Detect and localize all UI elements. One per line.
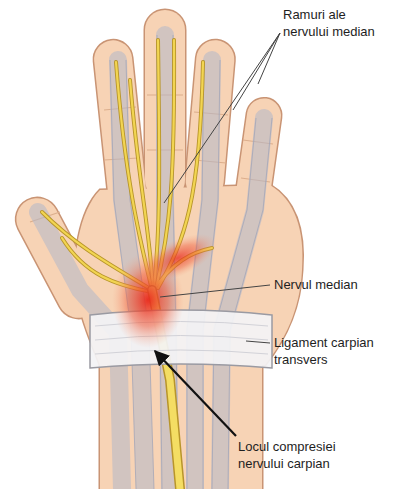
leader-lines — [160, 33, 280, 343]
callout-label: Ramuri ale nervului median — [283, 6, 391, 40]
hand-outline — [9, 10, 303, 489]
skin-creases — [30, 95, 273, 222]
callout-label: Nervul median — [274, 276, 394, 293]
compression-glow — [132, 224, 223, 292]
callout-label: Ligament carpian transvers — [274, 334, 389, 368]
compression-arrow — [155, 351, 236, 436]
tendon-sheaths — [38, 35, 264, 489]
callout-label: Locul compresiei nervului carpian — [238, 438, 368, 472]
hand-skin — [9, 10, 303, 489]
tendon-edges — [110, 35, 272, 489]
